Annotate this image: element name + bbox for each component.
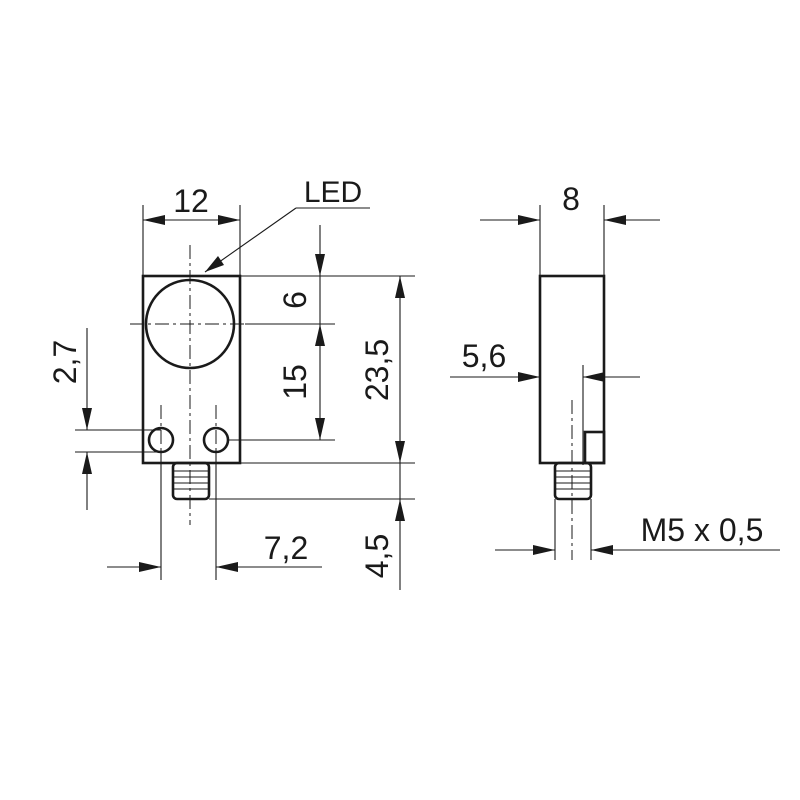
front-view bbox=[130, 245, 252, 525]
dim-hole-pitch-label: 7,2 bbox=[264, 530, 308, 566]
dim-front-width: 12 bbox=[142, 183, 241, 276]
dim-side-offset-label: 5,6 bbox=[462, 338, 506, 374]
side-view bbox=[538, 274, 606, 560]
dim-hole-spacing: 15 bbox=[277, 324, 325, 440]
dim-hole-pitch: 7,2 bbox=[107, 452, 322, 580]
dim-side-width: 8 bbox=[480, 181, 660, 276]
dim-side-width-label: 8 bbox=[562, 181, 580, 217]
dim-led-offset-label: 6 bbox=[277, 291, 313, 309]
front-connector bbox=[171, 461, 211, 501]
thread-label: M5 x 0,5 bbox=[641, 512, 764, 548]
dim-front-width-label: 12 bbox=[173, 183, 209, 219]
dim-led-offset: 6 bbox=[277, 225, 325, 346]
dim-side-offset: 5,6 bbox=[450, 338, 640, 465]
dim-hole-spacing-label: 15 bbox=[277, 364, 313, 400]
front-extension-lines bbox=[209, 275, 415, 500]
side-connector bbox=[553, 461, 593, 501]
dim-connector-height-label: 4,5 bbox=[359, 534, 395, 578]
dim-total-height: 23,5 bbox=[359, 276, 405, 463]
led-callout: LED bbox=[204, 176, 370, 273]
dim-hole-height: 2,7 bbox=[47, 328, 161, 510]
dim-connector-height: 4,5 bbox=[359, 463, 405, 590]
dim-total-height-label: 23,5 bbox=[359, 339, 395, 401]
led-label: LED bbox=[304, 176, 362, 209]
side-led-window bbox=[583, 430, 606, 465]
dim-hole-height-label: 2,7 bbox=[47, 340, 83, 384]
dim-thread: M5 x 0,5 bbox=[495, 499, 780, 560]
